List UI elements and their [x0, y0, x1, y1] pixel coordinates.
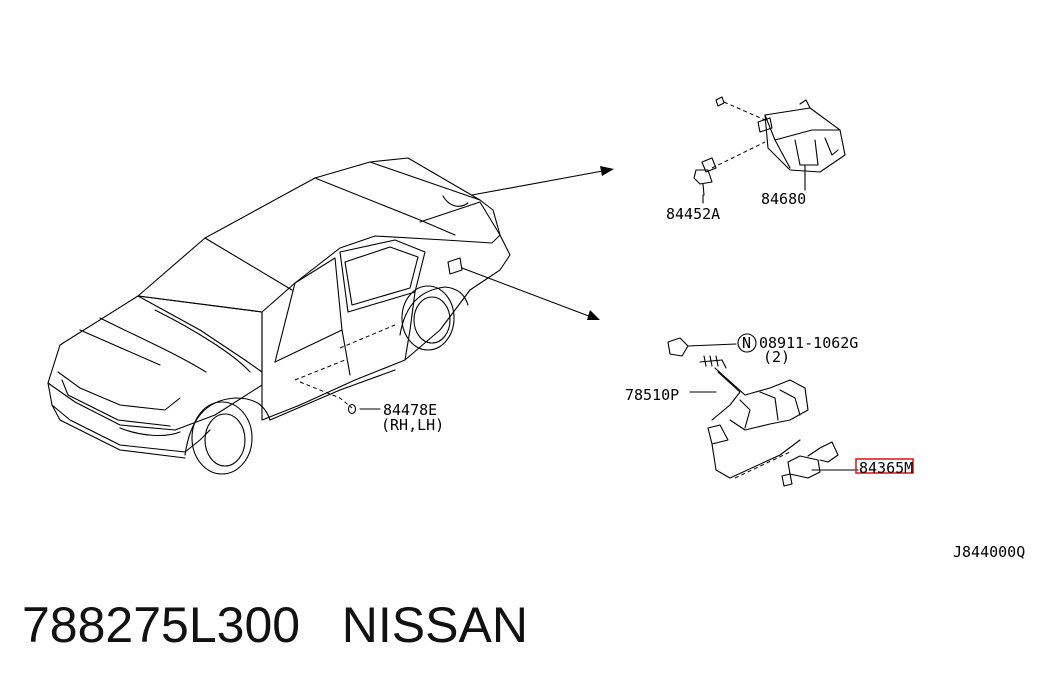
label-n-prefix: N	[742, 334, 751, 352]
label-84680: 84680	[761, 190, 806, 208]
label-08911-1062G: 08911-1062G	[759, 334, 858, 352]
n-circle-symbol	[737, 333, 757, 353]
label-08911-qty: (2)	[763, 348, 790, 366]
diagram-code: J844000Q	[953, 543, 1025, 561]
fuel-opener-assembly	[667, 337, 859, 487]
actuator-assembly	[693, 96, 846, 204]
highlight-box	[855, 458, 914, 474]
label-84365M: 84365M	[859, 459, 913, 477]
brand-name: NISSAN	[341, 597, 528, 653]
label-84452A: 84452A	[666, 205, 720, 223]
footer-caption: 788275L300 NISSAN	[22, 596, 528, 654]
pointer-arrows	[461, 166, 614, 320]
label-84478E-side: (RH,LH)	[381, 416, 444, 434]
label-78510P: 78510P	[625, 386, 679, 404]
part-number: 788275L300	[22, 597, 301, 653]
label-84478E: 84478E	[383, 401, 437, 419]
car-illustration	[47, 157, 511, 475]
